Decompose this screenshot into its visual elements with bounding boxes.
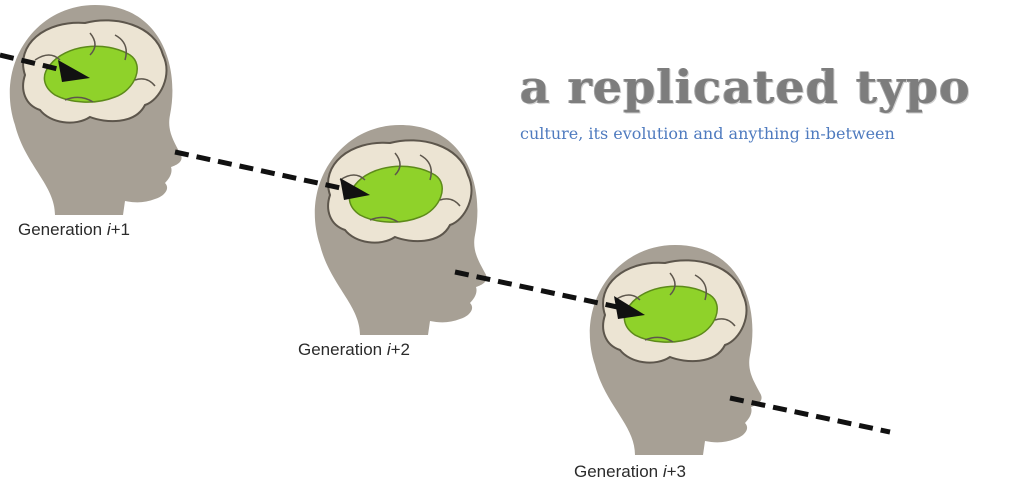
brain-folds [339,152,461,223]
child-head-generation-1 [9,5,182,215]
child-head-generation-2 [314,125,487,335]
generation-label-2: Generation i+2 [298,340,411,359]
arrowhead-icon [614,296,645,319]
arrow-generation-1-to-2 [174,149,351,193]
brain-region-highlight [623,285,718,343]
arrowheads [58,60,645,319]
brain-folds [34,32,156,103]
brain-region-highlight [348,165,443,223]
generation-label-1: Generation i+1 [18,220,131,239]
blog-title[interactable]: a replicated typo [520,60,971,114]
arrowhead-icon [340,178,370,200]
arrowhead-icon [58,60,90,82]
arrow-out-of-generation-3 [729,395,891,435]
arrow-generation-2-to-3 [454,269,623,311]
blog-header: a replicated typo culture, its evolution… [520,60,1000,143]
brain-folds [614,272,736,343]
generation-label-3: Generation i+3 [574,462,687,481]
brain-region-highlight [43,45,138,103]
arrow-into-generation-1 [0,52,63,73]
transmission-path [0,52,891,435]
blog-tagline: culture, its evolution and anything in-b… [520,124,895,143]
child-head-generation-3 [589,245,762,455]
